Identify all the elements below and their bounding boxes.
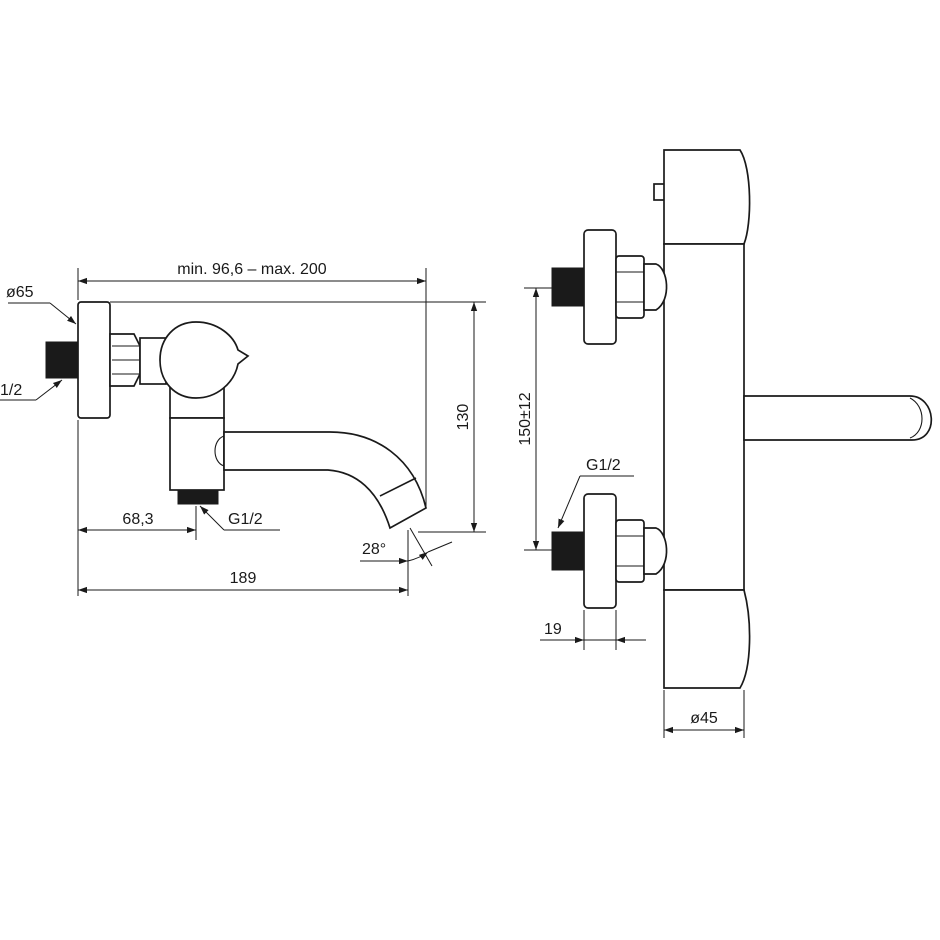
front-lower-cone bbox=[643, 527, 668, 575]
label-rosette-diameter: ø65 bbox=[6, 284, 34, 301]
front-top-cap bbox=[663, 149, 751, 245]
front-lower-rosette bbox=[583, 493, 617, 609]
label-outlet-offset: 68,3 bbox=[122, 511, 153, 528]
leader-thread-left bbox=[35, 379, 63, 401]
leader-inlet-thread bbox=[557, 475, 581, 529]
side-view: min. 96,6 – max. 200 ø65 1/2 130 68,3 G1… bbox=[0, 261, 486, 596]
label-thread-left: 1/2 bbox=[0, 382, 22, 399]
label-center-distance: 150±12 bbox=[517, 392, 534, 445]
front-lower-nut bbox=[615, 519, 645, 583]
front-main-body bbox=[663, 243, 745, 591]
front-upper-rosette bbox=[583, 229, 617, 345]
label-inlet-thread: G1/2 bbox=[586, 457, 621, 474]
side-outlet-thread bbox=[177, 489, 219, 505]
front-view: 150±12 G1/2 19 ø45 bbox=[517, 149, 933, 738]
front-bottom-cap bbox=[663, 589, 751, 689]
label-overall-length: 189 bbox=[230, 570, 257, 587]
leader-outlet-thread bbox=[199, 505, 225, 531]
front-upper-cone bbox=[643, 263, 668, 311]
label-reach-range: min. 96,6 – max. 200 bbox=[177, 261, 327, 278]
side-wall-pipe bbox=[45, 341, 79, 379]
front-spout bbox=[743, 395, 933, 441]
front-upper-wall-pipe bbox=[551, 267, 585, 307]
label-body-diameter: ø45 bbox=[690, 710, 718, 727]
front-upper-nut bbox=[615, 255, 645, 319]
front-lower-wall-pipe bbox=[551, 531, 585, 571]
label-height: 130 bbox=[455, 404, 472, 431]
label-spout-angle: 28° bbox=[362, 541, 386, 558]
label-rosette-depth: 19 bbox=[544, 621, 562, 638]
label-outlet-thread: G1/2 bbox=[228, 511, 263, 528]
side-lower-body bbox=[169, 417, 225, 491]
leader-rosette-diameter bbox=[49, 302, 77, 325]
dim-arc-spout-angle bbox=[407, 551, 429, 562]
side-handle-knob bbox=[159, 321, 250, 399]
side-rosette bbox=[77, 301, 111, 419]
